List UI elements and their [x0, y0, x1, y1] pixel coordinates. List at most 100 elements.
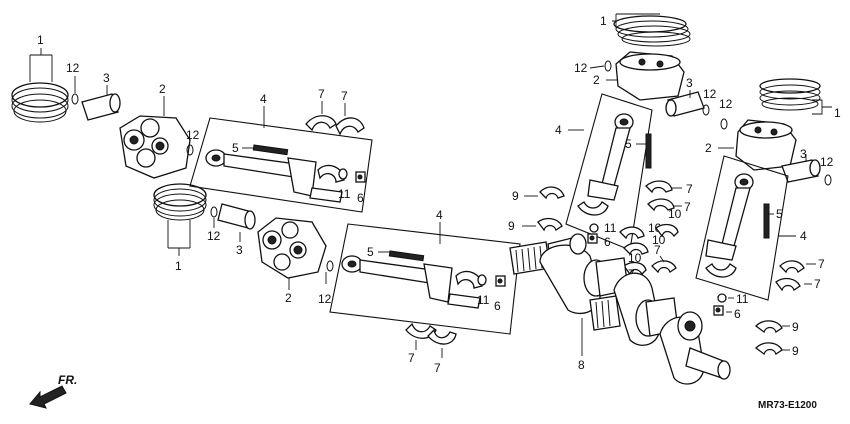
front-direction-arrow-icon: [29, 385, 67, 409]
callout-7-i: 7: [818, 257, 825, 271]
callout-6-d: 6: [734, 307, 741, 321]
piston-ring-set-top-right: [613, 15, 691, 47]
pin-clip-right-f: [702, 104, 710, 116]
rod-bolt-center: [645, 133, 652, 169]
callout-9-b: 9: [508, 219, 515, 233]
callout-12-f: 12: [703, 87, 717, 101]
washer-center: [589, 223, 599, 233]
callout-1-top-right: 1: [600, 14, 607, 28]
callout-1-upper-left: 1: [37, 33, 44, 47]
callout-7-g: 7: [654, 243, 661, 257]
piston-ring-set-upper-left: [11, 82, 69, 123]
rod-nut-upper-box: [355, 171, 366, 183]
pin-clip-left-b: [186, 144, 194, 156]
washer-lower-box: [477, 274, 487, 286]
pin-clip-left-c: [210, 206, 218, 218]
pin-clip-top-right: [604, 60, 612, 72]
callout-10-d: 10: [628, 251, 642, 265]
callout-7-e: 7: [686, 182, 693, 196]
callout-11-d: 11: [736, 292, 749, 306]
callout-10-c: 10: [668, 207, 682, 221]
callout-7-f: 7: [684, 200, 691, 214]
direction-label: FR.: [58, 373, 77, 387]
callout-3-b: 3: [236, 243, 243, 257]
piston-pin-right: [781, 159, 821, 183]
bearing-cap-lower: [447, 270, 483, 309]
callout-4-b: 4: [436, 208, 443, 222]
callout-7-c: 7: [408, 351, 415, 365]
rod-bolt-right: [763, 203, 770, 239]
figure-code: MR73-E1200: [758, 400, 817, 411]
pin-clip-right-h: [824, 174, 832, 186]
bearing-cap-right: [705, 263, 737, 278]
pin-clip-left-d: [326, 260, 334, 272]
rod-nut-center: [587, 233, 598, 244]
callout-11-b: 11: [477, 293, 490, 307]
piston-right: [735, 119, 797, 171]
rod-nut-right: [713, 305, 724, 316]
callout-12-a: 12: [66, 61, 80, 75]
bearing-shell-7-center-a: [645, 180, 673, 194]
callout-12-d: 12: [318, 292, 332, 306]
bearing-shell-10-b: [623, 242, 649, 256]
callout-12-c: 12: [207, 229, 221, 243]
bearing-cap-upper: [309, 164, 345, 203]
piston-lower-left: [257, 217, 327, 279]
callout-4-c: 4: [555, 123, 562, 137]
bearing-shell-7-center-b: [647, 198, 675, 212]
piston-top-right: [615, 51, 685, 101]
callout-11-a: 11: [338, 187, 351, 201]
bearing-cap-center: [577, 201, 609, 216]
callout-5-c: 5: [625, 137, 632, 151]
callout-7-b: 7: [341, 89, 348, 103]
callout-6-a: 6: [357, 191, 364, 205]
callout-6-b: 6: [494, 299, 501, 313]
bearing-shell-9-right-a: [755, 320, 783, 334]
callout-12-b: 12: [186, 128, 200, 142]
piston-pin-lower-left: [217, 203, 256, 230]
bearing-shell-10-c: [655, 223, 679, 238]
bearing-shell-7-center-c: [651, 260, 677, 274]
connecting-rod-upper: [205, 149, 317, 197]
piston-ring-set-right: [759, 78, 821, 111]
callout-2-b: 2: [285, 291, 292, 305]
callout-8: 8: [578, 358, 585, 372]
callout-5-a: 5: [232, 141, 239, 155]
callout-2-d: 2: [705, 141, 712, 155]
callout-5-b: 5: [367, 245, 374, 259]
callout-5-d: 5: [776, 207, 783, 221]
bearing-shell-9-b: [537, 217, 563, 232]
callout-1-lower-left: 1: [175, 259, 182, 273]
piston-ring-set-lower-left: [153, 183, 207, 221]
conrod-assy-box-upper: [189, 117, 373, 213]
callout-2-c: 2: [593, 73, 600, 87]
bearing-shell-7-lower-b: [427, 328, 457, 345]
callout-4-a: 4: [260, 92, 267, 106]
washer-right: [717, 293, 727, 303]
callout-12-g: 12: [719, 97, 733, 111]
callout-3-c: 3: [686, 76, 693, 90]
crankshaft: [509, 233, 731, 385]
bearing-shell-7-right-a: [779, 260, 805, 274]
connecting-rod-lower: [341, 255, 453, 303]
bearing-shell-7-upper-b: [335, 117, 365, 136]
callout-9-a: 9: [512, 189, 519, 203]
callout-2-a: 2: [159, 82, 166, 96]
callout-6-c: 6: [604, 235, 611, 249]
callout-12-e: 12: [574, 61, 588, 75]
piston-pin-top-right: [665, 91, 705, 117]
rod-bolt-upper: [252, 144, 289, 156]
conrod-assy-box-lower: [329, 223, 521, 335]
callout-7-j: 7: [814, 277, 821, 291]
bearing-shell-7-upper-a: [305, 115, 337, 132]
bearing-shell-9-right-b: [755, 342, 783, 356]
callout-11-c: 11: [604, 221, 617, 235]
rod-nut-lower-box: [495, 275, 506, 287]
callout-3-a: 3: [103, 71, 110, 85]
piston-upper-left: [119, 115, 191, 179]
rod-bolt-lower: [388, 250, 425, 262]
bearing-shell-9-a: [539, 186, 565, 200]
callout-12-h: 12: [820, 155, 834, 169]
connecting-rod-center: [587, 113, 634, 201]
